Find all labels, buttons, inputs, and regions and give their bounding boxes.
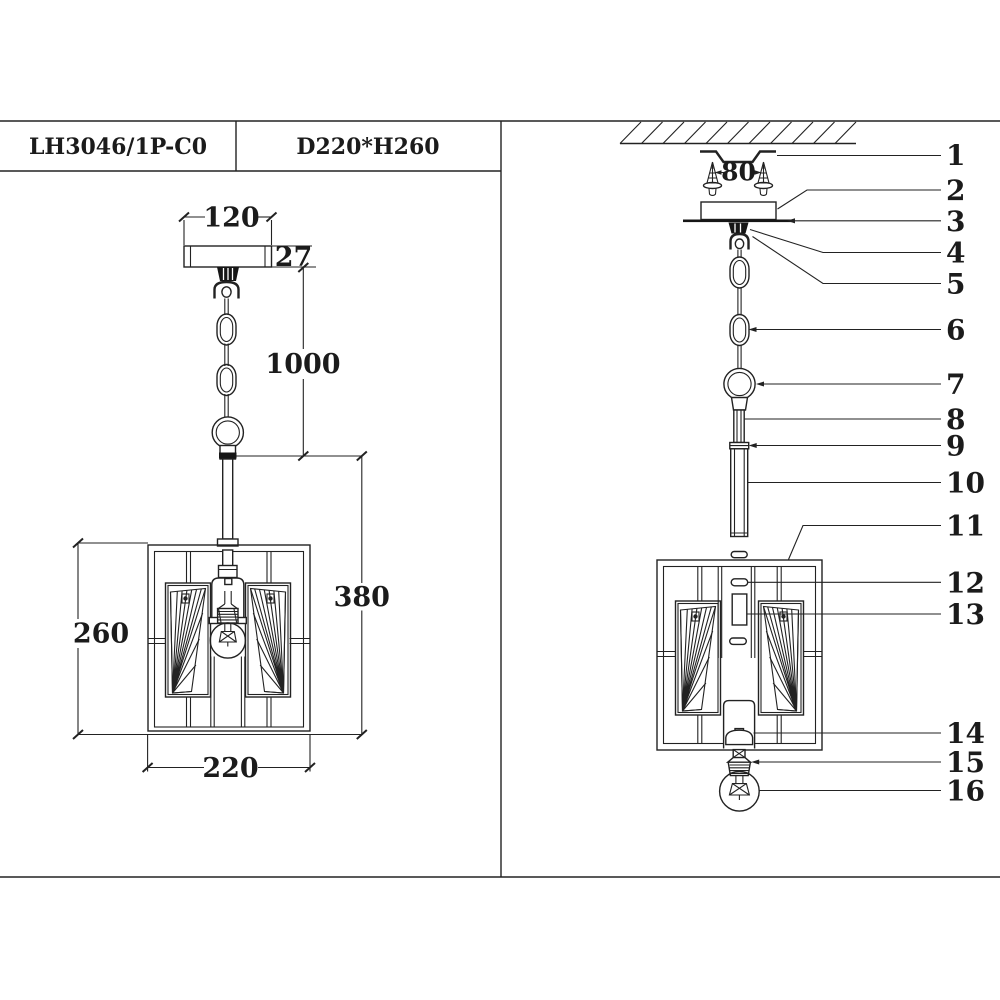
- callout-2: 2: [946, 174, 965, 207]
- callout-16: 16: [946, 775, 985, 808]
- dim-body-width: 220: [141, 734, 316, 784]
- canopy-exploded: [683, 201, 793, 250]
- callout-8: 8: [946, 403, 965, 436]
- ceiling-hatch: [619, 121, 857, 145]
- stem-parts-exploded: [729, 409, 750, 559]
- callout-1: 1: [946, 139, 965, 172]
- callout-13: 13: [946, 598, 985, 631]
- callout-11: 11: [946, 510, 985, 543]
- callout-9: 9: [946, 430, 965, 463]
- callout-15: 15: [946, 746, 985, 779]
- callout-14: 14: [946, 717, 985, 750]
- chain-front: [211, 298, 245, 449]
- canopy-connector: [213, 267, 240, 299]
- dim-body-height: 260: [72, 537, 148, 740]
- hanging-ring-exploded: [723, 367, 756, 401]
- callout-12: 12: [946, 566, 985, 599]
- hanging-ring: [211, 416, 245, 449]
- crystal-panel-right-exploded: [757, 600, 805, 716]
- stem-front: [216, 444, 239, 547]
- canopy-front: [183, 245, 273, 268]
- crystal-panel-left-exploded: [674, 600, 722, 716]
- sheet-borders: [0, 120, 1000, 878]
- dim-body-drop: 380: [334, 450, 390, 740]
- dim-260-label: 260: [73, 619, 129, 650]
- dim-380-label: 380: [334, 582, 390, 613]
- lamp-body-exploded: [656, 559, 823, 751]
- exploded-view: 80: [619, 121, 985, 812]
- title-block: LH3046/1P-C0 D220*H260: [29, 134, 440, 160]
- dim-27-label: 27: [275, 242, 313, 273]
- dim-220-label: 220: [202, 753, 258, 784]
- callout-numbers: 1 2 3 4 5 6 7 8 9 10 11 12 13 14 15 16: [946, 139, 985, 808]
- dim-canopy-height: 27: [271, 242, 316, 273]
- lamp-body-front: [147, 544, 311, 732]
- dim-canopy-width: 120: [178, 203, 278, 245]
- fixture-size: D220*H260: [296, 134, 439, 160]
- screw-right: [753, 161, 774, 197]
- mounting-bracket: 80: [700, 150, 776, 197]
- model-number: LH3046/1P-C0: [29, 134, 207, 160]
- leader-lines: [744, 154, 941, 792]
- callout-10: 10: [946, 467, 985, 500]
- chain-exploded: [723, 249, 756, 411]
- screw-left: [702, 161, 723, 197]
- callout-5: 5: [946, 268, 965, 301]
- callout-4: 4: [946, 237, 965, 270]
- callout-6: 6: [946, 314, 965, 347]
- socket-and-bulb-front: [208, 577, 248, 659]
- socket-and-bulb-exploded: [718, 748, 760, 812]
- callout-7: 7: [946, 368, 965, 401]
- front-view: 120 27: [72, 203, 390, 784]
- dim-chain-drop: 1000: [265, 262, 341, 462]
- callout-3: 3: [946, 205, 965, 238]
- dim-1000-label: 1000: [265, 349, 340, 380]
- crystal-panel-right: [244, 582, 292, 698]
- dim-80-label: 80: [721, 158, 756, 187]
- crystal-panel-left: [164, 582, 212, 698]
- dim-120-label: 120: [203, 203, 259, 234]
- dim-screw-spacing: 80: [714, 158, 762, 187]
